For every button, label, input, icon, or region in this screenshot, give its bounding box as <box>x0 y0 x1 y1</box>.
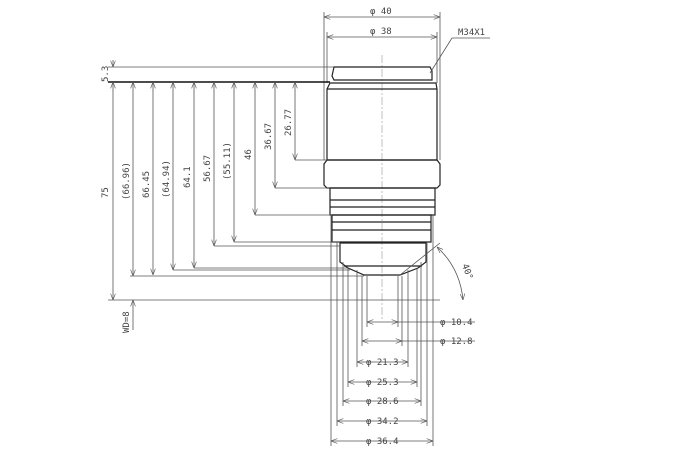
dim-diameter-12-8: φ 12.8 <box>440 337 473 347</box>
dim-46: 46 <box>244 149 254 160</box>
lens-body <box>323 66 441 276</box>
dim-diameter-21-3: φ 21.3 <box>366 358 399 368</box>
dim-diameter-40: φ 40 <box>370 7 392 17</box>
dim-75: 75 <box>101 187 111 198</box>
dim-36-67: 36.67 <box>264 123 274 150</box>
dim-diameter-28-6: φ 28.6 <box>366 397 399 407</box>
dim-56-67: 56.67 <box>203 155 213 182</box>
dim-66-45: 66.45 <box>142 171 152 198</box>
dim-diameter-25-3: φ 25.3 <box>366 378 399 388</box>
cone-angle: 40° <box>459 263 474 282</box>
dim-66-96: (66.96) <box>122 162 132 200</box>
thread-label: M34X1 <box>458 28 485 38</box>
dim-64-94: (64.94) <box>162 160 172 198</box>
dim-diameter-36-4: φ 36.4 <box>366 437 399 447</box>
dim-26-77: 26.77 <box>284 109 294 136</box>
dim-55-11: (55.11) <box>223 142 233 180</box>
dim-diameter-34-2: φ 34.2 <box>366 417 399 427</box>
working-distance: WD=8 <box>122 311 132 333</box>
dim-diameter-10-4: φ 10.4 <box>440 318 473 328</box>
dim-5-3: 5.3 <box>101 66 111 82</box>
dim-64-1: 64.1 <box>183 166 193 188</box>
dim-diameter-38: φ 38 <box>370 27 392 37</box>
